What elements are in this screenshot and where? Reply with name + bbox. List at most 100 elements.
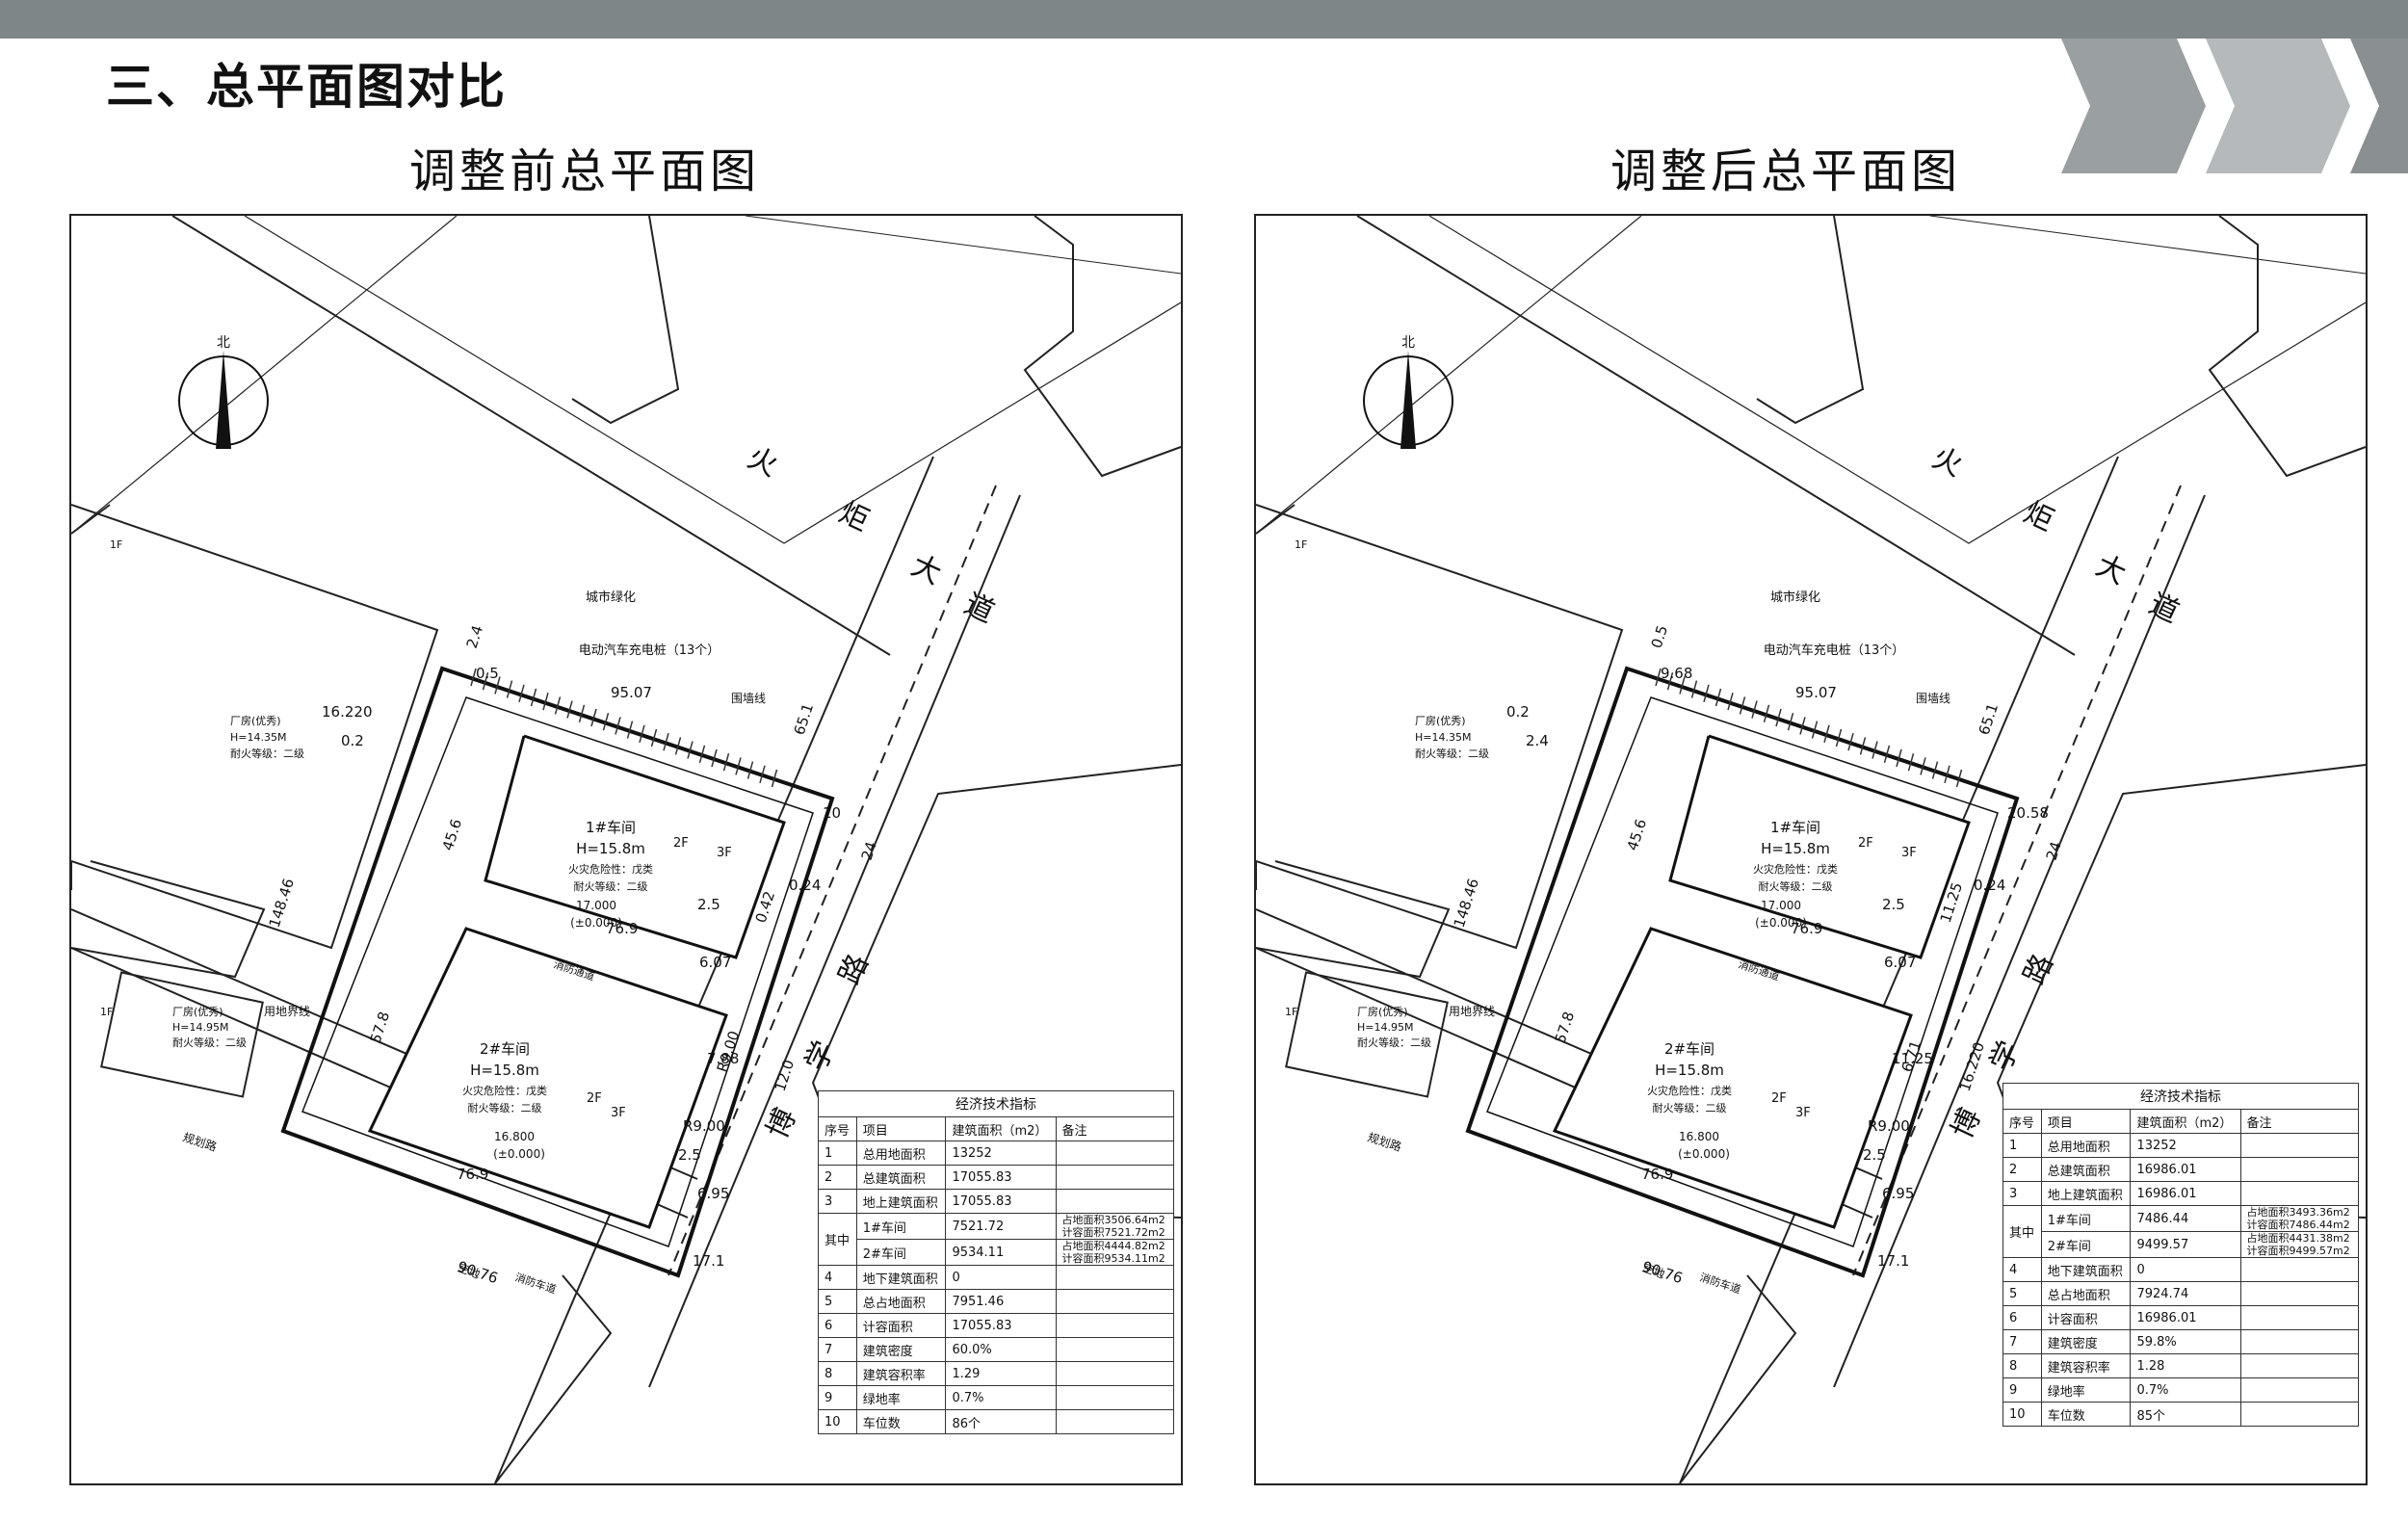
building-1-text: 火灾危险性：戊类 xyxy=(1753,862,1838,876)
building-1 xyxy=(1668,734,1971,959)
row-value: 59.8% xyxy=(2130,1329,2241,1354)
row-value: 85个 xyxy=(2130,1402,2241,1427)
building-2 xyxy=(367,927,728,1229)
table-row: 7 建筑密度 59.8% xyxy=(2002,1329,2360,1354)
table-row: 2 总建筑面积 16986.01 xyxy=(2002,1157,2360,1182)
building-2-text: 火灾危险性：戊类 xyxy=(1647,1084,1732,1097)
floor-label: 2F xyxy=(673,836,689,851)
neighbor-buildings xyxy=(1256,504,1624,1098)
row-item: 1#车间 xyxy=(855,1213,947,1240)
note-line: 计容面积7486.44m2 xyxy=(2246,1219,2350,1231)
row-note xyxy=(2239,1257,2360,1282)
row-item: 总用地面积 xyxy=(2040,1133,2132,1158)
slide-title: 三、总平面图对比 xyxy=(106,59,507,115)
row-item: 绿地率 xyxy=(855,1385,947,1410)
row-value: 9499.57 xyxy=(2130,1231,2241,1258)
table-header: 备注 xyxy=(2239,1109,2360,1134)
road-name-char: 学 xyxy=(1984,1036,2027,1076)
row-no: 2 xyxy=(818,1165,857,1190)
note-line: 占地面积3493.36m2 xyxy=(2246,1206,2350,1219)
row-item: 车位数 xyxy=(2040,1402,2132,1427)
table-row: 1 总用地面积 13252 xyxy=(2002,1133,2360,1158)
neighbor-2-text: H=14.95M xyxy=(172,1021,228,1034)
row-value: 17055.83 xyxy=(945,1189,1057,1214)
charger-label: 电动汽车充电桩（13个） xyxy=(1764,642,1905,658)
road-name-char: 火 xyxy=(743,441,783,484)
building-1 xyxy=(484,734,786,959)
dimension-label: 16.220 xyxy=(322,703,373,721)
row-value: 17055.83 xyxy=(945,1165,1057,1190)
economic-indicators-table: 经济技术指标序号项目建筑面积（m2）备注 1 总用地面积 13252 2 总建筑… xyxy=(2002,1083,2360,1427)
row-item: 建筑密度 xyxy=(855,1337,947,1362)
dimension-label: 2.5 xyxy=(1882,896,1905,913)
row-item: 地上建筑面积 xyxy=(2040,1181,2132,1206)
dimension-label: 95.07 xyxy=(1795,684,1837,701)
row-no: 7 xyxy=(2002,1329,2042,1354)
road-name-char: 炬 xyxy=(2019,496,2059,538)
row-no: 10 xyxy=(2002,1402,2042,1427)
green-belt-label: 城市绿化 xyxy=(586,590,636,605)
row-note xyxy=(2239,1353,2360,1378)
building-2-text: 16.800 xyxy=(1679,1130,1719,1143)
building-1-text: 17.000 xyxy=(1761,899,1801,912)
row-item: 地上建筑面积 xyxy=(855,1189,947,1214)
row-value: 7521.72 xyxy=(945,1213,1057,1240)
row-item: 绿地率 xyxy=(2040,1377,2132,1403)
row-no: 2 xyxy=(2002,1157,2042,1182)
building-1-text: 17.000 xyxy=(576,899,616,912)
row-value: 0.7% xyxy=(2130,1377,2241,1403)
charger-label: 电动汽车充电桩（13个） xyxy=(579,642,720,658)
plan-title-before: 调整前总平面图 xyxy=(409,144,761,198)
row-value: 7924.74 xyxy=(2130,1281,2241,1306)
group-label: 其中 xyxy=(2002,1205,2042,1258)
neighbor-buildings xyxy=(71,504,439,1098)
table-row: 7 建筑密度 60.0% xyxy=(818,1337,1175,1362)
dimension-label: 76.9 xyxy=(606,920,638,937)
building-2 xyxy=(1552,927,1913,1229)
table-row: 9 绿地率 0.7% xyxy=(818,1385,1175,1410)
dimension-label: R9.00 xyxy=(683,1117,725,1135)
note-line: 占地面积4444.82m2 xyxy=(1061,1240,1165,1252)
row-value: 86个 xyxy=(945,1409,1057,1434)
chevron-arrows-icon xyxy=(2061,39,2408,173)
row-no: 5 xyxy=(2002,1281,2042,1306)
row-item: 1#车间 xyxy=(2040,1205,2132,1232)
row-note xyxy=(2239,1305,2360,1330)
building-1-text: 1#车间 xyxy=(1770,819,1820,836)
dimension-label: 57.8 xyxy=(367,1010,393,1045)
row-item: 总占地面积 xyxy=(2040,1281,2132,1306)
row-item: 2#车间 xyxy=(855,1239,947,1266)
dimension-label: 2.4 xyxy=(463,623,486,650)
note-line: 占地面积3506.64m2 xyxy=(1061,1214,1165,1226)
neighbor-1-text: 1F xyxy=(110,538,122,551)
dimension-label: 90.76 xyxy=(1640,1258,1685,1287)
dimension-label: 0.2 xyxy=(341,732,364,749)
row-no: 8 xyxy=(818,1361,857,1386)
table-row: 5 总占地面积 7924.74 xyxy=(2002,1281,2360,1306)
table-header: 项目 xyxy=(855,1116,947,1141)
neighbor-1-text: 1F xyxy=(1295,538,1307,551)
dimension-label: 76.9 xyxy=(457,1166,488,1183)
floor-label: 3F xyxy=(1795,1106,1811,1120)
building-2-text: 耐火等级：二级 xyxy=(468,1101,542,1115)
building-1-text: H=15.8m xyxy=(1761,840,1830,857)
site-plan-before: 北火炬大道博学路城市绿化电动汽车充电桩（13个）围墙线用地界线规划路空地消防通道… xyxy=(69,214,1183,1485)
row-item: 地下建筑面积 xyxy=(2040,1257,2132,1282)
row-item: 总建筑面积 xyxy=(855,1165,947,1190)
dimension-label: 76.9 xyxy=(1791,920,1822,937)
table-header: 建筑面积（m2） xyxy=(2130,1109,2241,1134)
row-note xyxy=(1055,1141,1175,1166)
row-note xyxy=(1055,1165,1175,1190)
building-2-text: 2#车间 xyxy=(480,1040,530,1058)
road-west-label: 规划路 xyxy=(181,1130,219,1154)
row-no: 4 xyxy=(2002,1257,2042,1282)
neighbor-1-text: 耐火等级：二级 xyxy=(1415,747,1489,760)
north-arrow-icon xyxy=(1363,351,1453,449)
dimension-label: 0.24 xyxy=(1974,877,2005,894)
dimension-label: 24 xyxy=(2043,840,2065,863)
building-2-text: (±0.000) xyxy=(493,1147,545,1161)
neighbor-2-text: 耐火等级：二级 xyxy=(172,1036,247,1049)
